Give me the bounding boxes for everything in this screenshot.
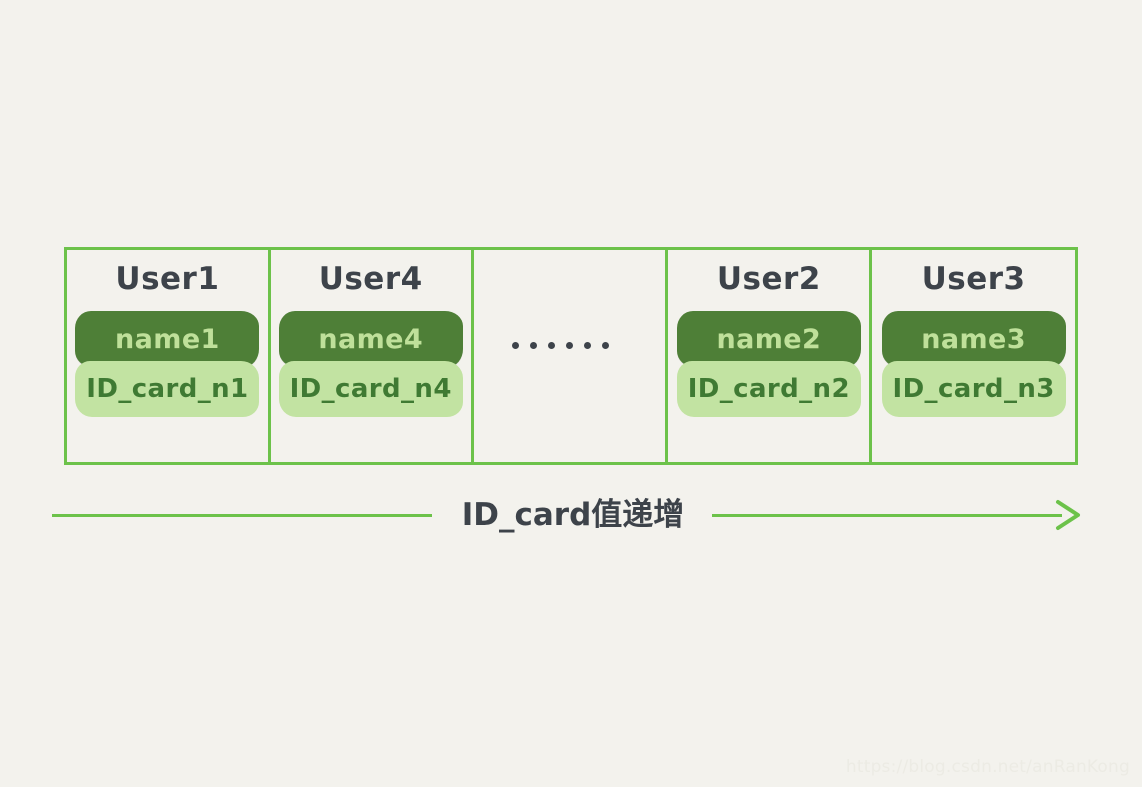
- name-pill: name4: [278, 311, 463, 367]
- arrow-line-left-segment: [52, 514, 432, 517]
- watermark-text: https://blog.csdn.net/anRanKong: [845, 757, 1130, 777]
- arrow-head-icon: [1056, 500, 1080, 530]
- table-cell-user1: User1 name1 ID_card_n1: [67, 250, 271, 462]
- arrow-line-right-segment: [712, 514, 1062, 517]
- id-card-pill: ID_card_n3: [881, 361, 1066, 417]
- increasing-order-arrow: ID_card值递增: [52, 489, 1086, 545]
- ellipsis-dot: [547, 342, 555, 349]
- ellipsis-dot: [583, 342, 591, 349]
- pill-stack: name1 ID_card_n1: [75, 311, 260, 417]
- id-card-pill: ID_card_n2: [676, 361, 861, 417]
- ellipsis-dot: [529, 342, 537, 349]
- name-pill: name2: [676, 311, 861, 367]
- name-pill: name3: [881, 311, 1066, 367]
- table-cell-ellipsis: [474, 250, 669, 462]
- id-card-pill: ID_card_n4: [278, 361, 463, 417]
- pill-stack: name3 ID_card_n3: [881, 311, 1066, 417]
- arrow-label: ID_card值递增: [461, 497, 685, 533]
- cell-header-label: User3: [921, 261, 1026, 297]
- cell-header-label: User1: [115, 261, 220, 297]
- id-card-pill: ID_card_n1: [75, 361, 260, 417]
- name-pill: name1: [75, 311, 260, 367]
- table-cell-user3: User3 name3 ID_card_n3: [872, 250, 1075, 462]
- cell-header-label: User4: [318, 261, 423, 297]
- table-cell-user4: User4 name4 ID_card_n4: [271, 250, 474, 462]
- user-table: User1 name1 ID_card_n1 User4 name4 ID_ca…: [64, 247, 1078, 465]
- cell-header-label: User2: [716, 261, 821, 297]
- ellipsis-icon: [511, 342, 609, 349]
- ellipsis-dot: [511, 342, 519, 349]
- pill-stack: name2 ID_card_n2: [676, 311, 861, 417]
- table-cell-user2: User2 name2 ID_card_n2: [668, 250, 873, 462]
- ellipsis-dot: [601, 342, 609, 349]
- ellipsis-dot: [565, 342, 573, 349]
- pill-stack: name4 ID_card_n4: [278, 311, 463, 417]
